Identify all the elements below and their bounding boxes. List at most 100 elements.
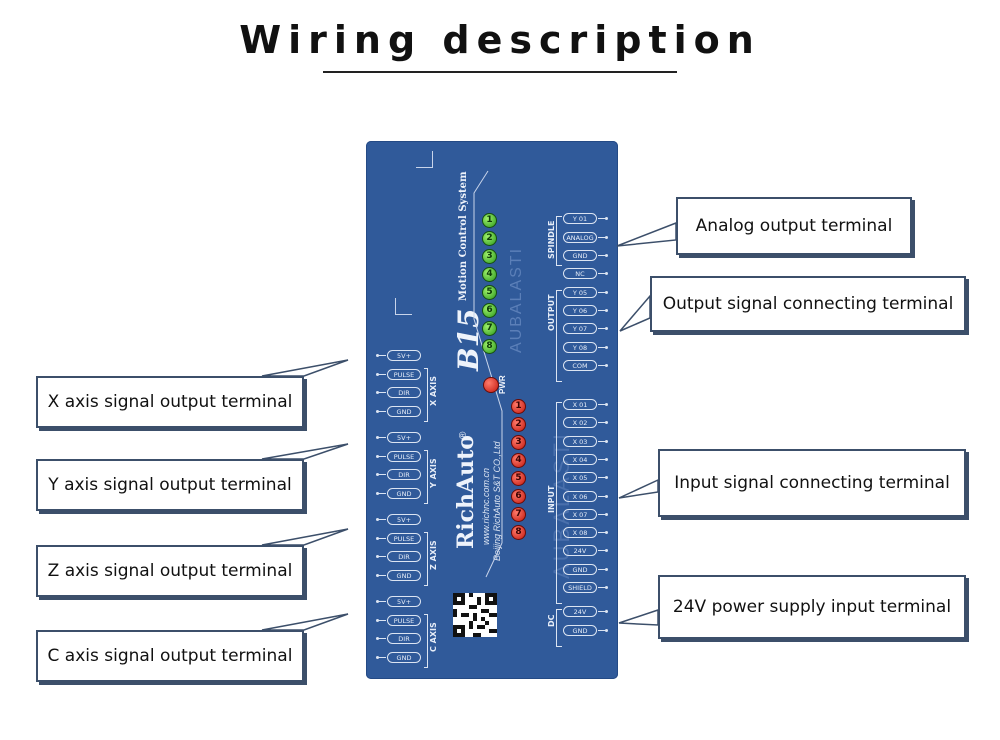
terminal-pin [598, 327, 608, 331]
terminal-pin [598, 567, 608, 571]
terminal-dir: DIR [387, 633, 421, 644]
terminal-pin [598, 291, 608, 294]
callout-input-signal: Input signal connecting terminal [658, 449, 966, 517]
terminal-pin [598, 439, 608, 443]
group-bracket [424, 450, 428, 504]
terminal-pin [376, 618, 386, 622]
status-led-green: 3 [482, 249, 497, 264]
terminal-pin [376, 536, 386, 540]
group-bracket [424, 532, 428, 586]
terminal-pin [598, 628, 608, 632]
status-led-red: 4 [511, 453, 526, 468]
status-led-green: 8 [482, 339, 497, 354]
terminal-pin [376, 409, 386, 413]
terminal-x-05: X 05 [563, 472, 597, 484]
terminal-pin [598, 403, 608, 406]
status-led-red: 5 [511, 471, 526, 486]
status-led-green: 2 [482, 231, 497, 246]
terminal-pin [598, 549, 608, 553]
terminal-pin [376, 637, 386, 640]
terminal-pin [598, 272, 608, 275]
group-bracket [556, 609, 562, 647]
terminal-pin [598, 494, 608, 498]
terminal-x-04: X 04 [563, 453, 597, 465]
terminal-pulse: PULSE [387, 450, 421, 462]
terminal-x-03: X 03 [563, 435, 597, 447]
callout-c-axis: C axis signal output terminal [36, 630, 304, 682]
terminal-pin [598, 457, 608, 461]
terminal-24v: 24V [563, 545, 597, 557]
callout-z-axis: Z axis signal output terminal [36, 545, 304, 597]
terminal-pin [598, 345, 608, 349]
group-bracket [424, 368, 428, 422]
terminal-5v-: 5V+ [387, 432, 421, 443]
terminal-pulse: PULSE [387, 614, 421, 626]
terminal-pin [598, 217, 608, 220]
terminal-pin [376, 655, 386, 659]
terminal-gnd: GND [387, 405, 421, 417]
status-led-red: 6 [511, 489, 526, 504]
terminal-x-02: X 02 [563, 417, 597, 429]
group-bracket [556, 216, 562, 266]
terminal-pin [376, 600, 386, 603]
terminal-pin [376, 454, 386, 458]
terminal-pulse: PULSE [387, 532, 421, 544]
status-led-red: 1 [511, 399, 526, 414]
terminal-5v-: 5V+ [387, 350, 421, 361]
terminal-y-06: Y 06 [563, 305, 597, 317]
terminal-y-01: Y 01 [563, 213, 597, 224]
callout-y-axis: Y axis signal output terminal [36, 459, 304, 511]
group-bracket [424, 614, 428, 668]
status-led-green: 6 [482, 303, 497, 318]
terminal-gnd: GND [563, 624, 597, 636]
controller-board: B15 Motion Control System RichAuto ® www… [366, 141, 618, 679]
terminal-gnd: GND [387, 569, 421, 581]
terminal-pin [376, 573, 386, 577]
terminal-pin [376, 391, 386, 394]
status-led-green: 4 [482, 267, 497, 282]
terminal-pin [598, 309, 608, 313]
terminal-y-07: Y 07 [563, 323, 597, 335]
terminal-gnd: GND [563, 563, 597, 575]
terminal-nc: NC [563, 268, 597, 279]
terminal-pin [598, 531, 608, 535]
title-underline [323, 71, 677, 73]
decorative-line [473, 170, 503, 578]
terminal-com: COM [563, 359, 597, 371]
terminal-pin [598, 476, 608, 480]
terminal-analog: ANALOG [563, 231, 597, 243]
terminal-pin [376, 555, 386, 558]
status-led-red: 2 [511, 417, 526, 432]
terminal-gnd: GND [387, 487, 421, 499]
corner-mark [416, 151, 433, 168]
terminal-5v-: 5V+ [387, 596, 421, 607]
callout-analog-output: Analog output terminal [676, 197, 912, 255]
terminal-x-06: X 06 [563, 490, 597, 502]
terminal-pin [376, 372, 386, 376]
terminal-pin [598, 610, 608, 613]
terminal-x-07: X 07 [563, 508, 597, 520]
corner-mark [395, 298, 412, 315]
terminal-pulse: PULSE [387, 368, 421, 380]
callout-output-signal: Output signal connecting terminal [650, 276, 966, 332]
terminal-pin [598, 512, 608, 516]
callout-x-axis: X axis signal output terminal [36, 376, 304, 428]
status-led-red: 8 [511, 525, 526, 540]
qr-code [453, 593, 497, 637]
terminal-gnd: GND [563, 250, 597, 261]
group-bracket [556, 290, 562, 382]
terminal-pin [376, 436, 386, 439]
terminal-pin [376, 473, 386, 476]
terminal-24v: 24V [563, 606, 597, 617]
terminal-pin [598, 363, 608, 367]
power-led [483, 377, 499, 393]
terminal-dir: DIR [387, 551, 421, 562]
terminal-x-08: X 08 [563, 527, 597, 539]
status-led-green: 5 [482, 285, 497, 300]
terminal-pin [598, 254, 608, 257]
page-title: Wiring description [239, 18, 761, 62]
terminal-gnd: GND [387, 651, 421, 663]
terminal-pin [376, 518, 386, 521]
group-bracket [556, 402, 562, 604]
